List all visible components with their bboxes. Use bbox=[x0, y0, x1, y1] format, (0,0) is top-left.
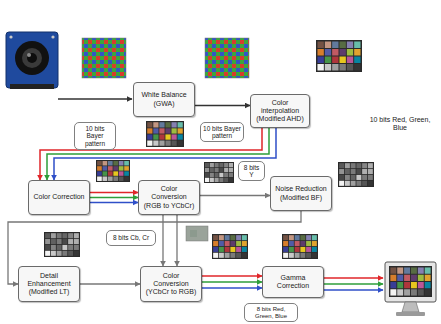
annotation-box: 8 bits Y bbox=[238, 161, 265, 181]
process-box: White Balance (GWA) bbox=[133, 82, 195, 117]
annotation-box: 10 bits Bayer pattern bbox=[74, 122, 116, 150]
gray-chart-image bbox=[44, 232, 80, 257]
text-stack: 8 bits Y bbox=[241, 164, 262, 179]
box-text: 8 bits Cb, Cr bbox=[113, 234, 149, 241]
process-box: Color Conversion (RGB to YCbCr) bbox=[138, 180, 200, 215]
connector bbox=[80, 284, 140, 285]
sensor-wire bbox=[58, 98, 132, 99]
annotation-box: 10 bits Bayer pattern bbox=[200, 122, 244, 142]
process-box: Gamma Correction bbox=[262, 266, 324, 298]
monitor bbox=[385, 262, 436, 316]
color-chart-image bbox=[146, 121, 184, 147]
connector-line bbox=[90, 202, 138, 204]
box-text: Color Correction bbox=[34, 193, 85, 201]
gray-chart-image bbox=[204, 162, 234, 183]
text-stack: Color Conversion (YCbCr to RGB) bbox=[144, 272, 198, 296]
connector-line bbox=[90, 197, 138, 199]
box-text: Color interpolation (Modified AHD) bbox=[254, 99, 306, 123]
connector bbox=[195, 105, 250, 106]
text-stack: 8 bits Red, Green, Blue bbox=[247, 306, 295, 320]
text-stack: White Balance (GWA) bbox=[137, 91, 191, 107]
text-stack: Noise Reduction (Modified BF) bbox=[274, 185, 328, 201]
text-stack: Color Conversion (RGB to YCbCr) bbox=[142, 185, 196, 209]
connector bbox=[90, 193, 138, 203]
process-box: Color Conversion (YCbCr to RGB) bbox=[140, 266, 202, 302]
color-chart-image bbox=[96, 160, 130, 182]
box-text: 10 bits Bayer pattern bbox=[203, 125, 241, 140]
box-text: Detail Enhancement (Modified LT) bbox=[22, 272, 76, 296]
connector-line bbox=[90, 192, 138, 194]
annotation-box: 8 bits Cb, Cr bbox=[106, 230, 156, 246]
box-text: Color Conversion (RGB to YCbCr) bbox=[142, 185, 196, 209]
color-chart-image bbox=[282, 234, 318, 259]
rgb-wire bbox=[324, 289, 383, 291]
text-stack: 10 bits Bayer pattern bbox=[77, 125, 113, 147]
chroma-image bbox=[186, 226, 208, 241]
box-text: Gamma Correction bbox=[266, 274, 320, 290]
connector bbox=[202, 276, 262, 288]
rgb-wire bbox=[324, 283, 383, 285]
process-box: Noise Reduction (Modified BF) bbox=[270, 176, 332, 211]
connector-line bbox=[200, 195, 270, 196]
connector-line bbox=[80, 283, 140, 284]
box-text: 8 bits Y bbox=[241, 164, 262, 179]
box-text: Color Conversion (YCbCr to RGB) bbox=[144, 272, 198, 296]
rgb-wire bbox=[324, 277, 383, 279]
color-chart-image bbox=[212, 234, 248, 259]
connector bbox=[200, 195, 270, 196]
bayer-image bbox=[82, 38, 126, 78]
text-stack: 10 bits Bayer pattern bbox=[203, 125, 241, 140]
text-stack: Color interpolation (Modified AHD) bbox=[254, 99, 306, 123]
box-text: 10 bits Bayer pattern bbox=[77, 125, 113, 147]
process-box: Color Correction bbox=[28, 180, 90, 215]
process-box: Detail Enhancement (Modified LT) bbox=[18, 266, 80, 302]
text-stack: Detail Enhancement (Modified LT) bbox=[22, 272, 76, 296]
chroma-image bbox=[190, 230, 197, 237]
bayer-image bbox=[205, 38, 249, 78]
bit-depth-label: 10 bits Red, Green, Blue bbox=[368, 116, 432, 132]
gray-chart-image bbox=[338, 162, 374, 187]
annotation-box: 8 bits Red, Green, Blue bbox=[244, 303, 298, 322]
connector-line bbox=[202, 281, 262, 283]
text-stack: Color Correction bbox=[34, 193, 85, 201]
box-text: 8 bits Red, Green, Blue bbox=[247, 306, 295, 320]
camera bbox=[6, 32, 58, 89]
box-text: White Balance (GWA) bbox=[137, 91, 191, 107]
text-stack: Gamma Correction bbox=[266, 274, 320, 290]
process-box: Color interpolation (Modified AHD) bbox=[250, 94, 310, 128]
connector-line bbox=[202, 287, 262, 289]
connector-line bbox=[202, 275, 262, 277]
connector-line bbox=[195, 105, 250, 106]
box-text: Noise Reduction (Modified BF) bbox=[274, 185, 328, 201]
color-chart-image bbox=[316, 40, 362, 72]
text-stack: 8 bits Cb, Cr bbox=[113, 234, 149, 241]
